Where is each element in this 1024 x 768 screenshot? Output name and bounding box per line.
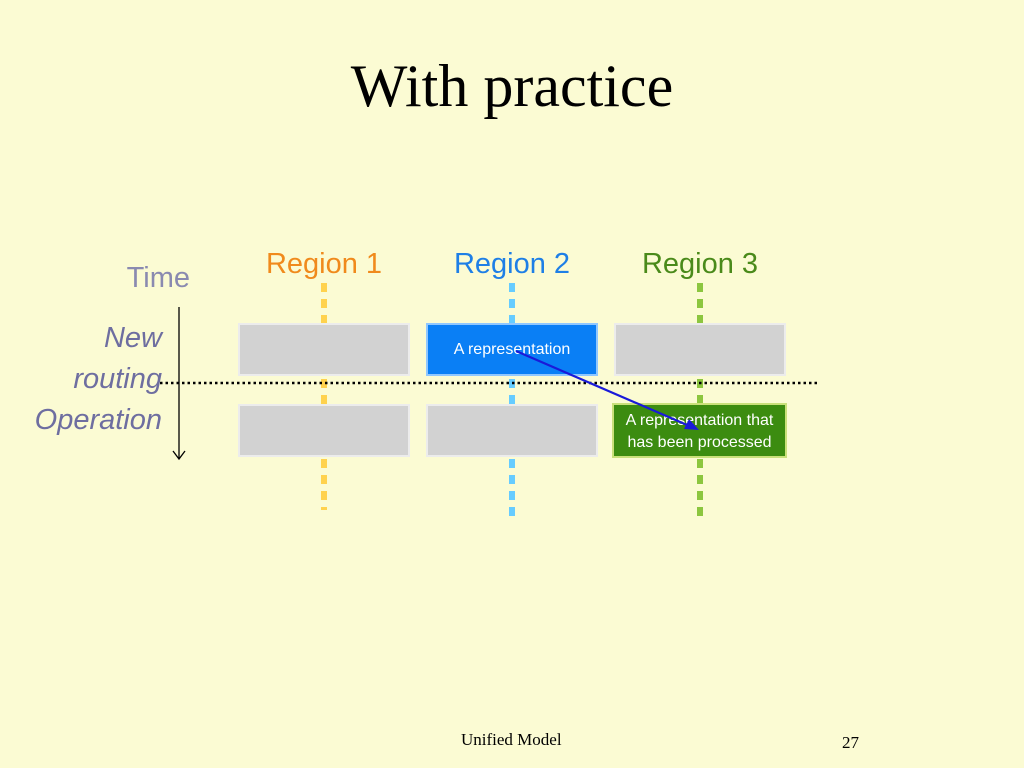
routing-arrow bbox=[515, 349, 695, 430]
region-3-label: Region 3 bbox=[641, 248, 759, 280]
page-number: 27 bbox=[842, 733, 859, 752]
region-3-bottom-line-2: has been processed bbox=[627, 434, 772, 451]
region-1-label: Region 1 bbox=[265, 248, 383, 280]
region-2-label: Region 2 bbox=[453, 248, 571, 280]
region-1-bottom-box bbox=[238, 404, 410, 457]
region-3-top-box bbox=[614, 323, 786, 376]
region-1-top-box bbox=[238, 323, 410, 376]
time-axis-arrowhead bbox=[172, 450, 186, 461]
region-3-bottom-line-1: A representation that bbox=[625, 412, 774, 429]
routing-arrowhead bbox=[684, 419, 699, 430]
region-3-bottom-text: A representation that has been processed bbox=[608, 410, 791, 454]
operation-line-1: New bbox=[103, 322, 162, 354]
region-2-bottom-box bbox=[426, 404, 598, 457]
region-2-top-box: A representation bbox=[426, 323, 598, 376]
operation-line-3: Operation bbox=[34, 404, 162, 436]
time-label: Time bbox=[126, 262, 190, 294]
operation-label: New routing Operation bbox=[0, 318, 162, 441]
slide-title: With practice bbox=[350, 53, 674, 119]
region-3-bottom-box: A representation that has been processed bbox=[612, 403, 787, 458]
region-2-top-text: A representation bbox=[453, 341, 571, 358]
footer-title: Unified Model bbox=[461, 730, 562, 749]
operation-line-2: routing bbox=[73, 363, 162, 395]
